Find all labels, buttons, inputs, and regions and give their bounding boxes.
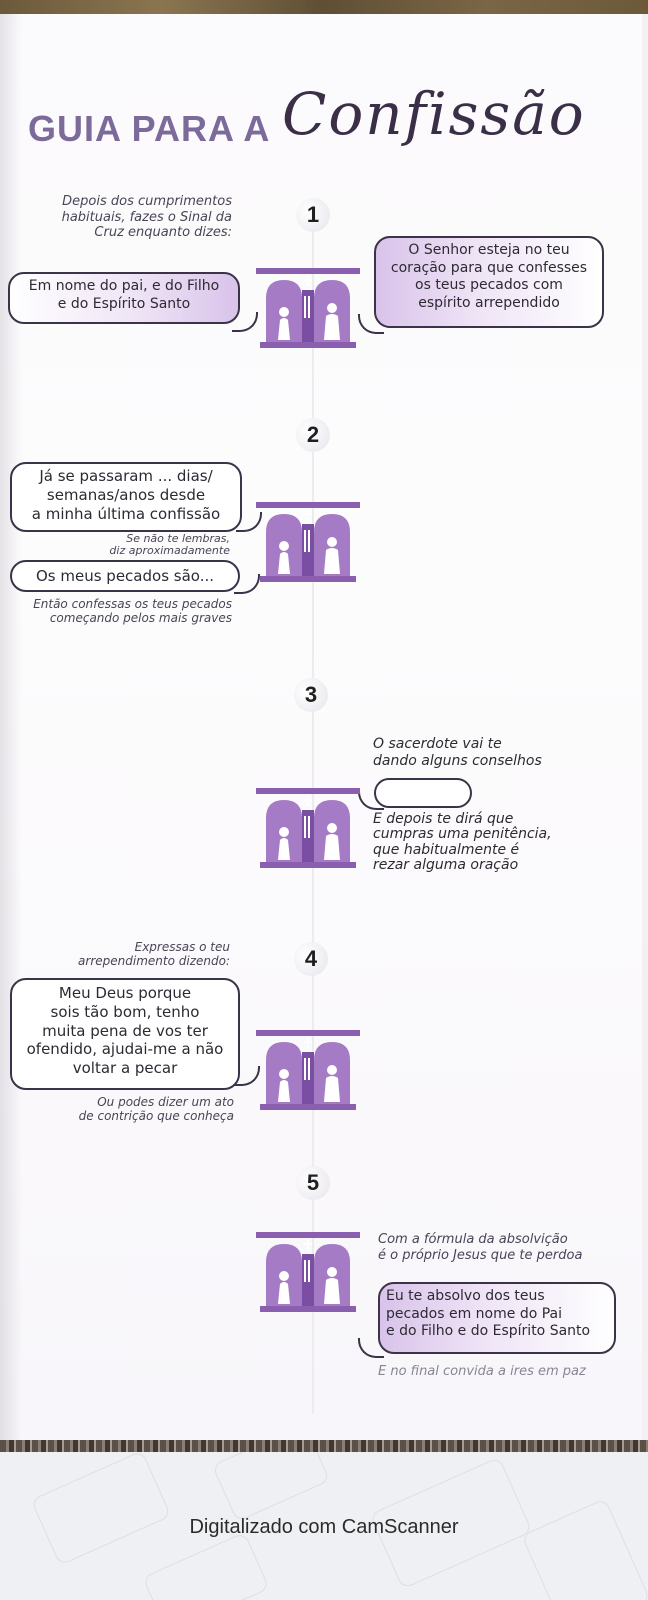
step-3-bubble-tail: [358, 790, 384, 810]
step-5-intro-note: Com a fórmula da absolvição é o próprio …: [378, 1232, 583, 1263]
step-3-number: 3: [294, 678, 328, 712]
step-1-priest-bubble-tail: [358, 314, 384, 334]
step-1-intro-note: Depois dos cumprimentos habituais, fazes…: [61, 194, 232, 241]
step-3-intro-note: O sacerdote vai te dando alguns conselho…: [373, 736, 542, 769]
background-sketch: [211, 1452, 331, 1523]
confessional-icon: [256, 268, 360, 348]
step-2-small-note: Se não te lembras, diz aproximadamente: [109, 532, 230, 557]
page-left-shadow: [0, 14, 22, 1450]
background-sketch: [142, 1531, 270, 1600]
step-4-intro-note: Expressas o teu arrependimento dizendo:: [78, 940, 230, 969]
step-4-after-note: Ou podes dizer um ato de contrição que c…: [78, 1095, 234, 1123]
scan-top-edge: [0, 0, 648, 14]
step-4-penitent-bubble: Meu Deus porque sois tão bom, tenho muit…: [10, 978, 240, 1090]
background-sketch: [30, 1452, 172, 1566]
step-5-number: 5: [296, 1166, 330, 1200]
step-4-number: 4: [294, 942, 328, 976]
title-script: Confissão: [282, 80, 586, 148]
step-1-priest-bubble: O Senhor esteja no teu coração para que …: [374, 236, 604, 328]
step-5-priest-bubble-tail: [358, 1338, 384, 1358]
step-3-after-note: E depois te dirá que cumpras uma penitên…: [373, 811, 552, 874]
confessional-icon: [256, 1030, 360, 1110]
confessional-icon: [256, 502, 360, 582]
title-prefix: GUIA PARA A: [28, 108, 271, 149]
step-5-after-note: E no final convida a ires em paz: [378, 1364, 586, 1379]
scan-bottom-edge: [0, 1440, 648, 1452]
camscanner-label: Digitalizado com CamScanner: [189, 1516, 459, 1538]
step-1-penitent-bubble: Em nome do pai, e do Filho e do Espírito…: [8, 272, 240, 324]
background-sketch: [521, 1498, 648, 1600]
step-2-penitent-bubble: Já se passaram ... dias/ semanas/anos de…: [10, 462, 242, 532]
camscanner-footer: Digitalizado com CamScanner: [0, 1452, 648, 1600]
confessional-icon: [256, 788, 360, 868]
step-1-number: 1: [296, 198, 330, 232]
step-2-penitent-bubble-2: Os meus pecados são...: [10, 560, 240, 592]
step-5-priest-bubble: Eu te absolvo dos teus pecados em nome d…: [378, 1282, 616, 1354]
confessional-icon: [256, 1232, 360, 1312]
step-3-empty-bubble: [374, 778, 472, 808]
step-2-after-note: Então confessas os teus pecados começand…: [33, 597, 232, 625]
step-2-number: 2: [296, 418, 330, 452]
